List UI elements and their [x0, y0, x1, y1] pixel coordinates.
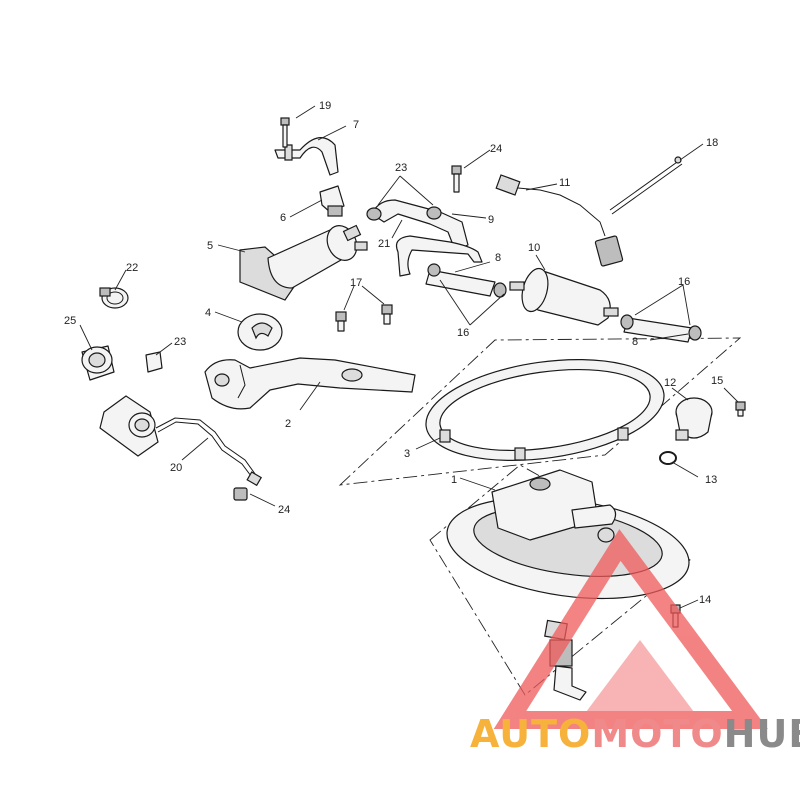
- part-1-mounting-plate: [446, 469, 690, 600]
- part-20-fuel-pipe: [99, 395, 263, 487]
- label-16-right: 16: [678, 276, 690, 288]
- watermark-text: AUTOMOTOHUB: [470, 712, 800, 756]
- part-6-connector: [319, 185, 345, 217]
- part-24-fitting-lower: [233, 487, 248, 501]
- label-24-upper: 24: [490, 143, 502, 155]
- label-18: 18: [706, 137, 718, 149]
- part-15-screw: [735, 401, 746, 417]
- part-13-o-ring: [659, 451, 677, 465]
- label-16-left: 16: [457, 327, 469, 339]
- label-17: 17: [350, 277, 362, 289]
- label-19: 19: [319, 100, 331, 112]
- watermark-moto: MOTO: [591, 712, 724, 756]
- part-5-fuel-pump: [239, 224, 368, 301]
- part-4-spacer: [237, 313, 283, 351]
- part-2-pump-bracket: [204, 357, 416, 410]
- label-14: 14: [699, 594, 711, 606]
- assembly-outline-upper: [338, 337, 742, 486]
- label-8-left: 8: [495, 252, 501, 264]
- label-13: 13: [705, 474, 717, 486]
- part-12-regulator: [675, 397, 713, 441]
- label-8-right: 8: [632, 336, 638, 348]
- part-18-cable-tie: [609, 156, 683, 215]
- part-8-hose-left: [425, 263, 507, 298]
- label-4: 4: [205, 307, 211, 319]
- part-3-gasket: [425, 359, 665, 461]
- watermark-auto: AUTO: [470, 712, 592, 756]
- part-7-bracket: [274, 137, 339, 176]
- label-23-upper: 23: [395, 162, 407, 174]
- label-23-left: 23: [174, 336, 186, 348]
- label-3: 3: [404, 448, 410, 460]
- label-25: 25: [64, 315, 76, 327]
- label-12: 12: [664, 377, 676, 389]
- label-15: 15: [711, 375, 723, 387]
- label-5: 5: [207, 240, 213, 252]
- label-11: 11: [559, 177, 570, 189]
- part-lower-sender-unit: [544, 619, 587, 701]
- label-6: 6: [280, 212, 286, 224]
- label-10: 10: [528, 242, 540, 254]
- part-10-fuel-filter: [509, 267, 619, 326]
- part-11-sensor-harness: [495, 174, 624, 267]
- leader-lines: [79, 105, 739, 609]
- part-17-bolts: [335, 304, 393, 332]
- label-22: 22: [126, 262, 138, 274]
- label-1: 1: [451, 474, 457, 486]
- part-22-clamp: [99, 287, 129, 309]
- label-20: 20: [170, 462, 182, 474]
- part-23-clip-left: [145, 351, 163, 373]
- part-24-screw-upper: [451, 165, 462, 193]
- watermark-hub: HUB: [723, 712, 800, 756]
- label-2: 2: [285, 418, 291, 430]
- label-9: 9: [488, 214, 494, 226]
- part-19-bolt: [280, 117, 290, 148]
- label-21: 21: [378, 238, 390, 250]
- part-25-sleeve: [81, 345, 115, 381]
- label-24-lower: 24: [278, 504, 290, 516]
- label-7: 7: [353, 119, 359, 131]
- part-14-screw: [670, 604, 681, 628]
- part-21-hose: [366, 199, 469, 251]
- part-9-hose: [395, 235, 483, 277]
